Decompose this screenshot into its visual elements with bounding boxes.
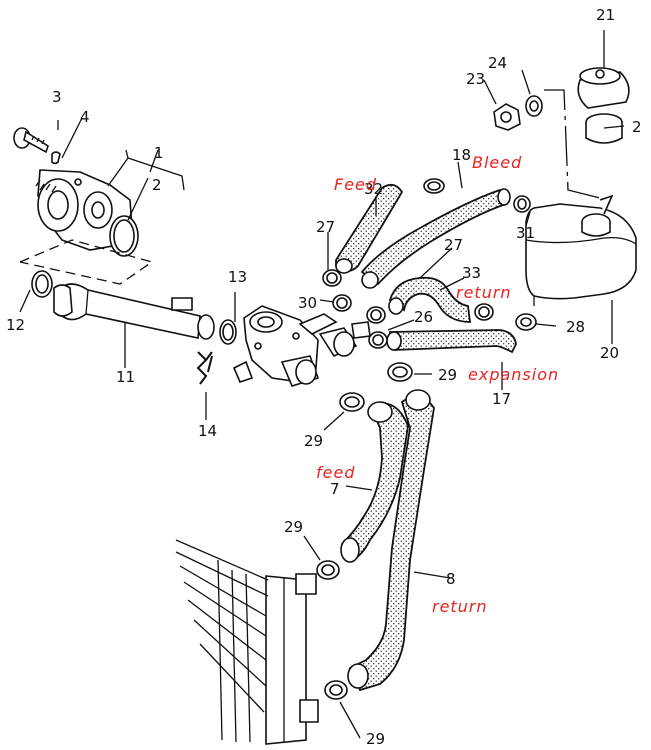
part-number-27-right: 27 bbox=[444, 236, 463, 254]
part-number-13: 13 bbox=[228, 268, 247, 286]
hose-expansion bbox=[386, 329, 517, 354]
retaining-clip bbox=[196, 351, 213, 385]
expansion-tank bbox=[525, 194, 637, 306]
annotation-expansion: expansion bbox=[468, 365, 559, 384]
part-number-28: 28 bbox=[566, 318, 585, 336]
thermostat-housing bbox=[232, 305, 371, 387]
part-number-18: 18 bbox=[452, 146, 471, 164]
part-number-29-right: 29 bbox=[438, 366, 457, 384]
part-number-29-bottom: 29 bbox=[366, 730, 385, 748]
cap-seal bbox=[585, 113, 623, 144]
pump-o-ring bbox=[109, 215, 139, 257]
part-number-2-cap-seal: 2 bbox=[632, 118, 642, 136]
part-number-31: 31 bbox=[516, 224, 535, 242]
part-number-2: 2 bbox=[152, 176, 162, 194]
part-number-1: 1 bbox=[154, 144, 164, 162]
filler-cap bbox=[577, 30, 630, 109]
hose-return-lower bbox=[347, 389, 435, 692]
annotation-return-lower: return bbox=[432, 597, 488, 616]
hose-clamp bbox=[316, 178, 537, 700]
part-number-29-mid: 29 bbox=[304, 432, 323, 450]
part-number-17: 17 bbox=[492, 390, 511, 408]
part-number-24: 24 bbox=[488, 54, 507, 72]
annotation-bleed: Bleed bbox=[472, 153, 522, 172]
part-number-32: 32 bbox=[364, 180, 383, 198]
water-pump bbox=[35, 169, 133, 251]
part-number-labels: 3 4 1 2 12 11 13 14 27 32 18 27 33 30 26… bbox=[6, 6, 642, 748]
part-number-14: 14 bbox=[198, 422, 217, 440]
part-number-20: 20 bbox=[600, 344, 619, 362]
leader-lines bbox=[19, 69, 625, 739]
part-number-33: 33 bbox=[462, 264, 481, 282]
part-number-4: 4 bbox=[80, 108, 90, 126]
pump-washer bbox=[51, 151, 61, 165]
coolant-pipe bbox=[53, 283, 215, 340]
pipe-seal bbox=[31, 270, 53, 298]
hose-bleed bbox=[360, 188, 511, 289]
part-number-21: 21 bbox=[596, 6, 615, 24]
part-number-26: 26 bbox=[414, 308, 433, 326]
part-number-7: 7 bbox=[330, 480, 340, 498]
part-number-12: 12 bbox=[6, 316, 25, 334]
annotation-feed-lower: feed bbox=[316, 463, 355, 482]
part-number-8: 8 bbox=[446, 570, 456, 588]
part-number-3: 3 bbox=[52, 88, 62, 106]
radiator bbox=[175, 539, 319, 745]
part-number-27-left: 27 bbox=[316, 218, 335, 236]
part-number-11: 11 bbox=[116, 368, 135, 386]
part-number-29-lower: 29 bbox=[284, 518, 303, 536]
washer bbox=[525, 95, 543, 117]
pipe-o-ring bbox=[219, 319, 237, 345]
annotation-feed-upper: Feed bbox=[334, 175, 377, 194]
part-number-23: 23 bbox=[466, 70, 485, 88]
annotation-return-upper: return bbox=[456, 283, 512, 302]
hose-feed-upper bbox=[335, 183, 404, 274]
handwritten-annotations: Feed Bleed return expansion feed return bbox=[316, 153, 559, 616]
hose-feed-lower bbox=[340, 401, 409, 563]
nut bbox=[493, 103, 521, 131]
pump-bolt bbox=[13, 127, 49, 154]
part-number-30: 30 bbox=[298, 294, 317, 312]
